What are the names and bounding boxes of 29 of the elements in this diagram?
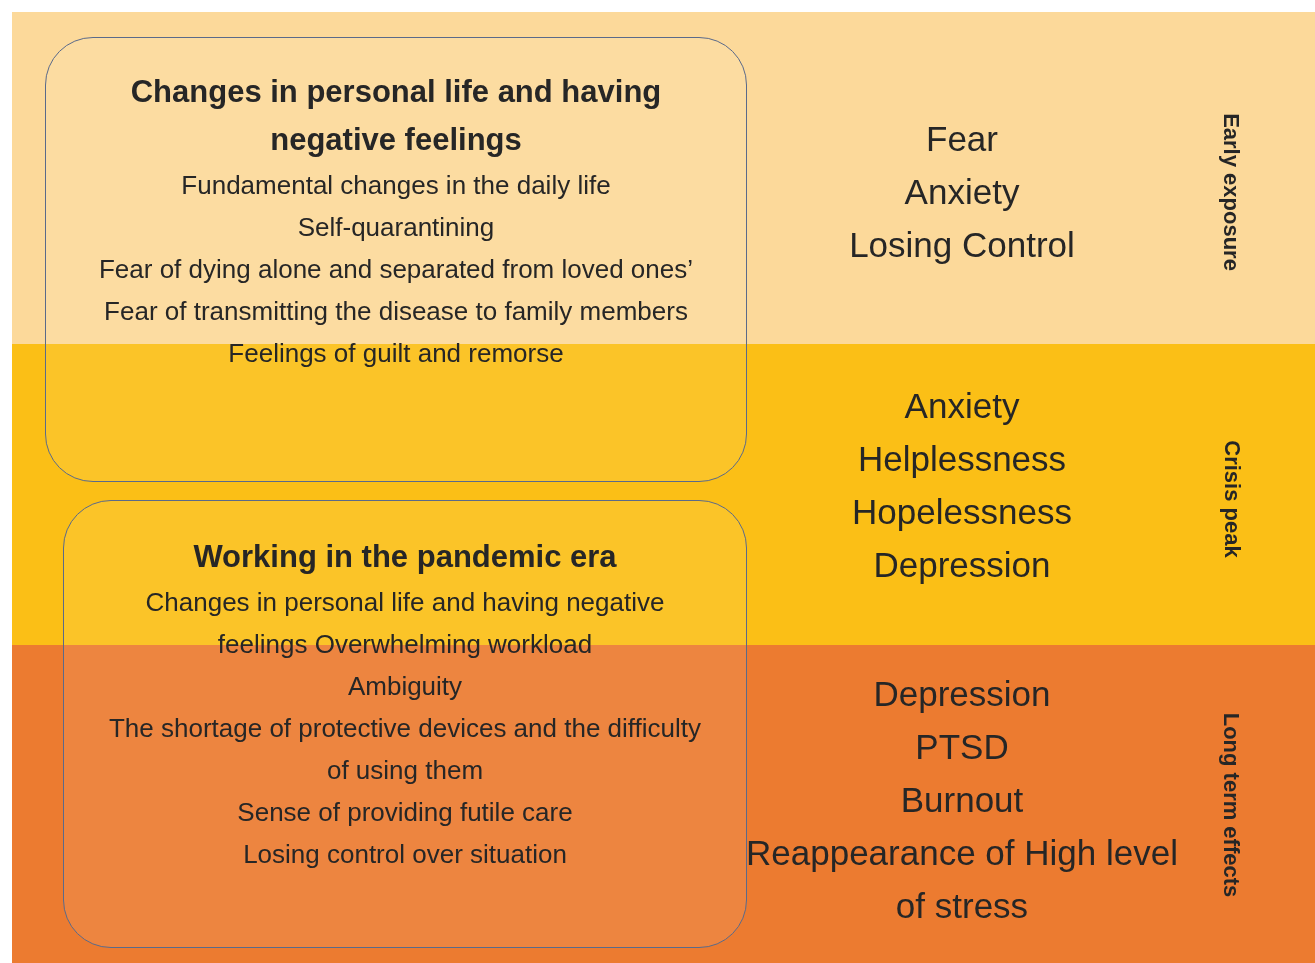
stage-band	[12, 12, 1315, 344]
symptom-text: Reappearance of High level of stress	[745, 832, 1179, 927]
theme-item: Sense of providing futile care	[237, 796, 573, 829]
theme-item: Changes in personal life and having negative feelings Overwhelming workload	[144, 586, 666, 661]
symptom-text: Depression	[873, 544, 1051, 586]
symptom-text: PTSD	[915, 726, 1009, 768]
theme-item: Ambiguity	[347, 670, 463, 703]
stage-label: Long term effects	[1217, 712, 1244, 898]
theme-item: Feelings of guilt and remorse	[228, 337, 564, 370]
theme-heading: Working in the pandemic era	[193, 538, 617, 576]
theme-item: The shortage of protective devices and the difficulty of using them	[107, 712, 703, 787]
theme-item: Fear of transmitting the disease to family members	[104, 295, 688, 328]
symptom-text: Helplessness	[857, 438, 1067, 480]
symptom-text: Burnout	[900, 779, 1024, 821]
theme-item: Losing control over situation	[243, 838, 567, 871]
theme-heading: Changes in personal life and having negative feelings	[129, 73, 663, 159]
theme-box	[45, 37, 747, 482]
symptom-text: Anxiety	[904, 385, 1020, 427]
symptom-text: Fear	[926, 118, 998, 160]
stage-label: Early exposure	[1217, 113, 1244, 271]
theme-box	[63, 500, 747, 948]
symptom-text: Depression	[873, 673, 1051, 715]
theme-item: Fear of dying alone and separated from loved ones’	[98, 253, 693, 286]
theme-item: Self-quarantining	[297, 211, 495, 244]
symptom-text: Losing Control	[849, 224, 1075, 266]
symptom-text: Anxiety	[904, 171, 1020, 213]
stage-label: Crisis peak	[1218, 440, 1245, 558]
symptom-text: Hopelessness	[852, 491, 1072, 533]
theme-item: Fundamental changes in the daily life	[181, 169, 611, 202]
